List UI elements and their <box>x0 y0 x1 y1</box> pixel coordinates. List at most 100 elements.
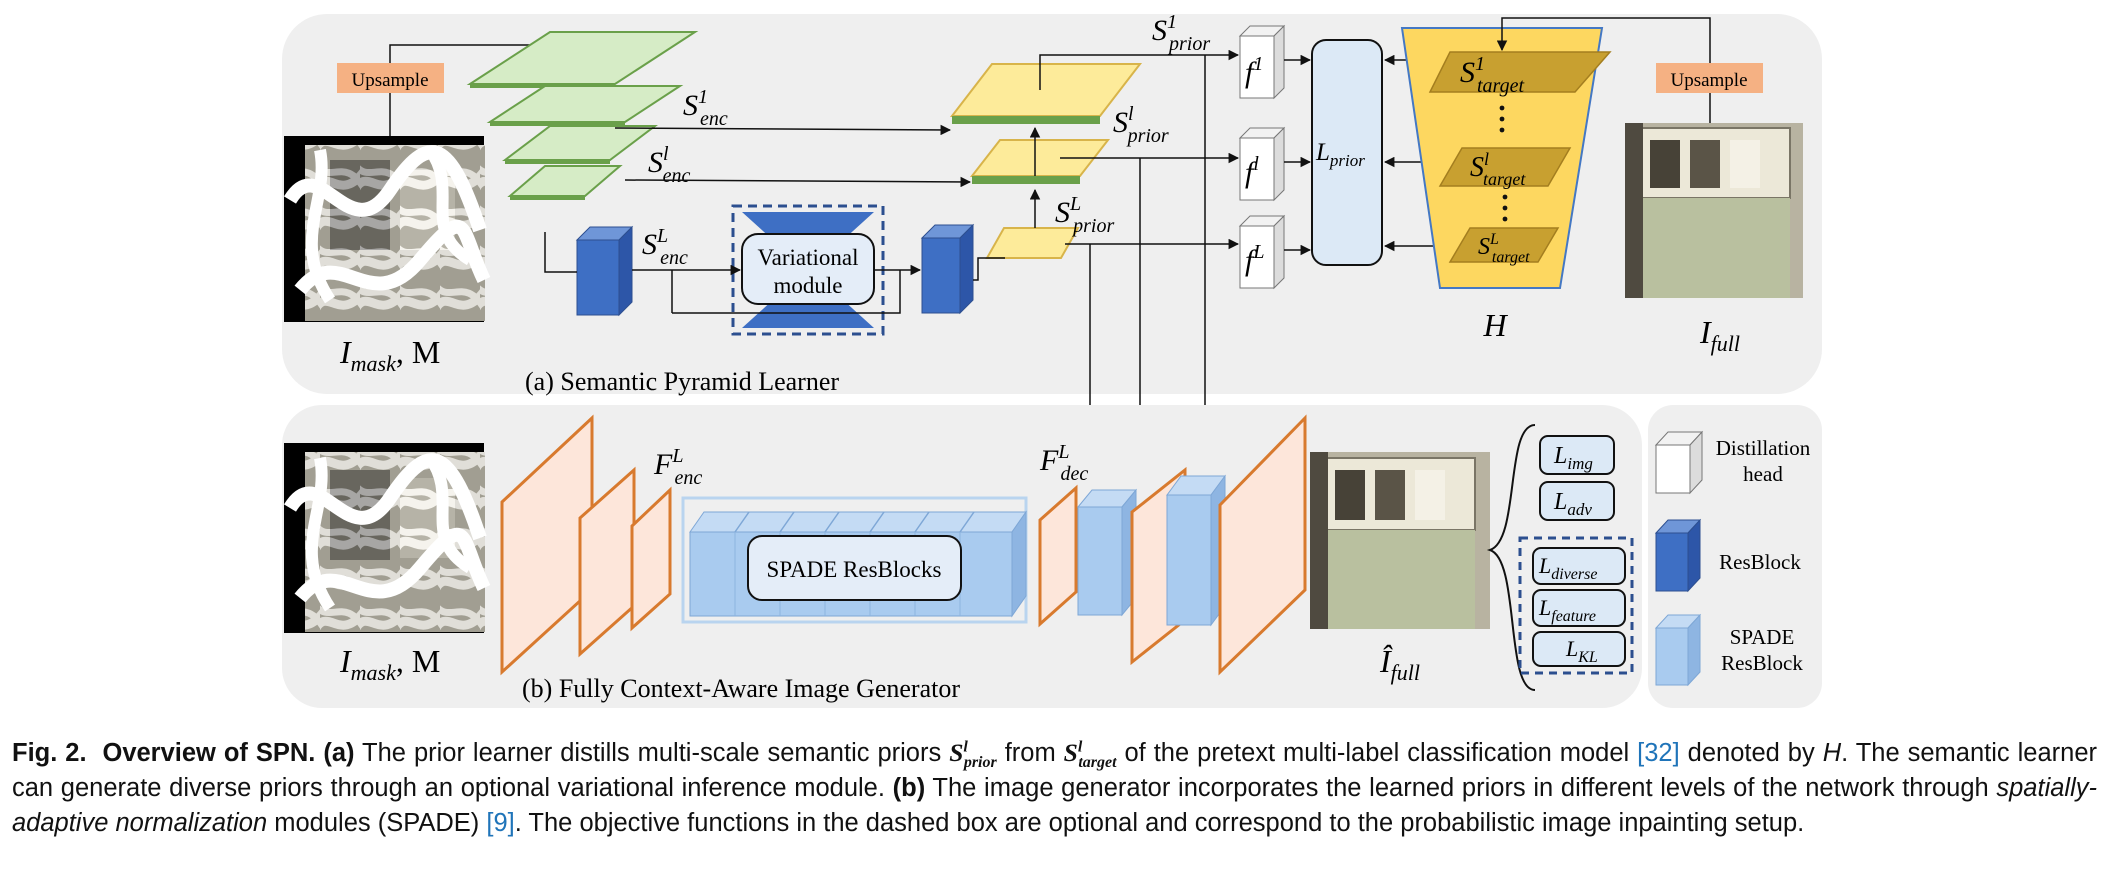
caption-italic: spatially-adaptive normalization <box>12 774 2097 837</box>
s-enc-l-arrow <box>624 176 972 188</box>
loss-kl-label: LKL <box>1565 636 1598 666</box>
caption-seg5: . The semantic learner can generate dive… <box>12 739 2097 802</box>
s-target-1-layer <box>1428 51 1612 93</box>
loss-feature-box <box>1532 589 1626 627</box>
caption-part-b: (b) <box>892 774 926 802</box>
s-target-L-layer <box>1448 227 1560 263</box>
upsample-left-label: Upsample <box>351 70 428 91</box>
legend-spade-line1: SPADE <box>1730 625 1795 649</box>
caption-seg2: from <box>1004 739 1056 767</box>
output-label: Îfull <box>1379 643 1420 685</box>
generator-encoder <box>500 414 672 676</box>
variational-label-2: module <box>774 273 843 298</box>
caption-ref-32[interactable]: [32] <box>1637 739 1680 767</box>
variational-module-box <box>741 233 875 305</box>
resblock-encoder <box>575 225 634 317</box>
prior-1-to-f1-arrow <box>1039 49 1240 90</box>
distillation-head-l <box>1238 126 1286 202</box>
masked-input-image-a <box>284 136 491 322</box>
spade-resblocks-label-box <box>747 535 962 601</box>
caption-s-target: Sltarget <box>1063 738 1117 772</box>
spade-resblock-dec-1 <box>1076 488 1138 617</box>
s-target-l-layer <box>1438 147 1572 187</box>
legend-distillation-line2: head <box>1743 462 1783 486</box>
ellipsis-dots-1 <box>1499 105 1505 133</box>
prior-pyramid <box>949 63 1143 259</box>
ellipsis-dots-2 <box>1502 194 1508 222</box>
legend-spade-line2: ResBlock <box>1721 651 1803 675</box>
figure-caption: Fig. 2. Overview of SPN. (a) The prior l… <box>12 735 2097 841</box>
loss-kl-box <box>1532 631 1626 667</box>
loss-img-label: Limg <box>1553 443 1593 473</box>
legend-resblock-icon <box>1654 518 1702 593</box>
caption-title: Overview of SPN. <box>102 739 316 767</box>
prior-layer-3 <box>985 227 1080 259</box>
upsample-left-box <box>337 63 444 93</box>
encoder-feature-3 <box>630 486 672 632</box>
loss-adv-label: Ladv <box>1553 489 1592 519</box>
decoder-feature-3 <box>1218 414 1307 676</box>
caption-fig-label: Fig. 2. <box>12 739 87 767</box>
caption-h: H <box>1822 739 1842 767</box>
l-prior-box <box>1311 39 1383 266</box>
loss-img-box <box>1539 435 1615 475</box>
l-prior-label: Lprior <box>1315 139 1365 170</box>
spade-resblocks-label: SPADE ResBlocks <box>767 557 942 582</box>
output-image <box>1310 452 1490 629</box>
caption-ref-9[interactable]: [9] <box>486 809 515 837</box>
caption-part-a: (a) <box>323 739 355 767</box>
h-label: H <box>1482 307 1508 343</box>
decoder-feature-1 <box>1038 484 1078 628</box>
full-label: Ifull <box>1699 314 1740 356</box>
caption-seg1: The prior learner distills multi-scale s… <box>362 739 942 767</box>
spade-resblock-dec-2 <box>1166 474 1226 627</box>
input-label-b: Imask, M <box>339 643 440 685</box>
encoder-to-resblock-line <box>544 232 577 273</box>
caption-seg4: denoted by <box>1687 739 1815 767</box>
loss-feature-label: Lfeature <box>1538 595 1596 625</box>
loss-diverse-box <box>1532 547 1626 585</box>
input-label-a: Imask, M <box>339 334 440 376</box>
caption-seg7: modules (SPADE) <box>274 809 480 837</box>
optional-losses-dashed-box <box>1518 536 1634 675</box>
legend-distillation-head-icon <box>1654 430 1704 495</box>
variational-skip-line-bottom <box>672 270 901 314</box>
upsample-right-box <box>1656 63 1763 93</box>
resblock-prior <box>920 223 975 315</box>
caption-s-prior: Slprior <box>949 738 997 772</box>
distillation-head-L <box>1238 214 1286 290</box>
full-image <box>1625 123 1803 298</box>
full-to-h-arrow <box>1496 17 1711 63</box>
legend-resblock-label: ResBlock <box>1719 550 1801 574</box>
legend-distillation-line1: Distillation <box>1716 436 1811 460</box>
s-enc-1-arrow <box>614 124 952 136</box>
loss-brace <box>1486 424 1536 691</box>
distillation-head-1 <box>1238 24 1286 100</box>
masked-input-image-b <box>284 443 491 633</box>
encoder-pyramid <box>466 31 699 200</box>
loss-diverse-label: Ldiverse <box>1538 553 1597 583</box>
caption-seg3: of the pretext multi-label classificatio… <box>1124 739 1630 767</box>
variational-label-1: Variational <box>758 245 859 270</box>
caption-seg8: . The objective functions in the dashed … <box>514 809 1805 837</box>
legend-spade-resblock-icon <box>1654 613 1702 687</box>
panel-b-title: (b) Fully Context-Aware Image Generator <box>522 674 960 703</box>
upsample-right-label: Upsample <box>1670 70 1747 91</box>
resblock-to-prior-line <box>973 257 1005 281</box>
loss-adv-box <box>1539 481 1615 521</box>
panel-a-title: (a) Semantic Pyramid Learner <box>525 367 839 396</box>
caption-seg6: The image generator incorporates the lea… <box>932 774 1989 802</box>
